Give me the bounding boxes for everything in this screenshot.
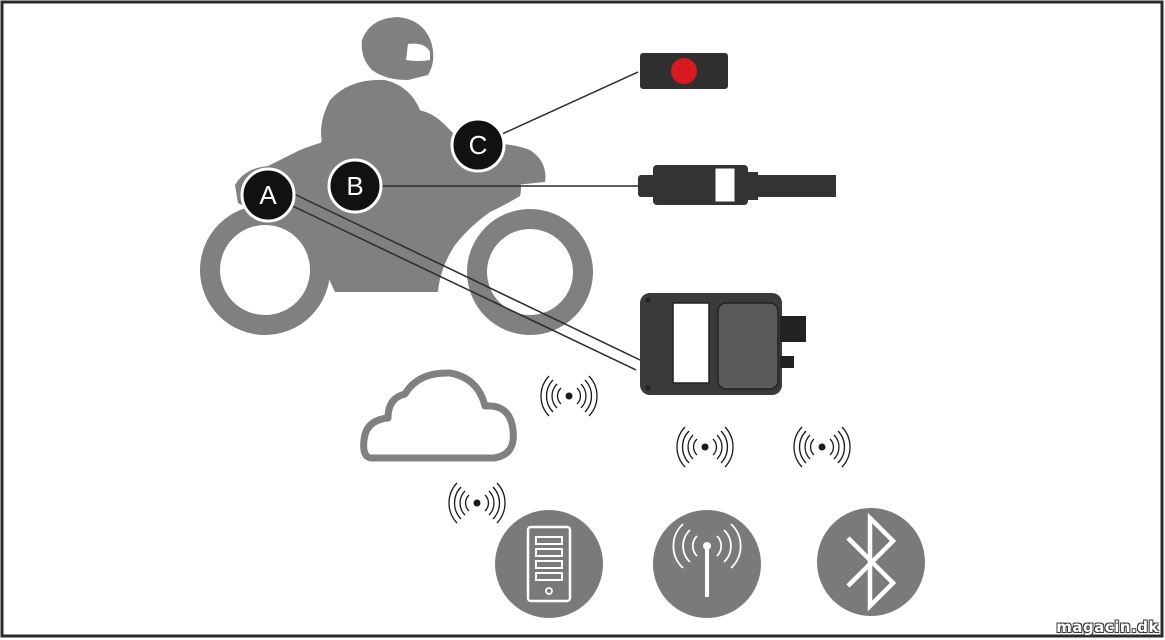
cell-tower-icon [653, 510, 761, 618]
leader-line-c [477, 71, 639, 146]
bluetooth-icon [817, 508, 925, 616]
connector-cable-device [638, 165, 836, 205]
leader-line-a-2 [289, 191, 641, 361]
control-unit-label [672, 302, 710, 384]
control-unit-port-bottom [780, 356, 794, 368]
rider-arm [318, 110, 355, 165]
cloud-icon [360, 369, 517, 462]
rider-torso [321, 79, 445, 178]
wireless-signal-icon-3 [793, 426, 851, 468]
control-unit-device [640, 293, 806, 395]
control-unit-port-top [780, 316, 806, 342]
connector-label-strip [714, 167, 736, 203]
wireless-signal-icon-1 [540, 375, 598, 417]
helmet-visor [406, 43, 430, 61]
rear-wheel [467, 209, 593, 335]
badge-label-c: C [469, 130, 488, 160]
server-icon [495, 510, 603, 618]
red-button-icon [671, 58, 697, 84]
leader-line-a-1 [279, 199, 637, 371]
wireless-signal-icon-2 [676, 426, 734, 468]
badge-label-b: B [346, 171, 363, 201]
callout-badge-b: B [327, 158, 383, 214]
sos-button-device [640, 53, 728, 89]
leader-lines [279, 71, 641, 371]
wireless-signal-icon-4 [448, 482, 506, 524]
badge-label-a: A [259, 180, 277, 210]
rider-helmet [361, 17, 434, 80]
callout-badge-a: A [240, 167, 296, 223]
watermark: magacin.dk [1056, 618, 1159, 636]
control-unit-panel [717, 302, 779, 390]
motorcycle-body [235, 135, 521, 292]
callout-badge-c: C [450, 117, 506, 173]
